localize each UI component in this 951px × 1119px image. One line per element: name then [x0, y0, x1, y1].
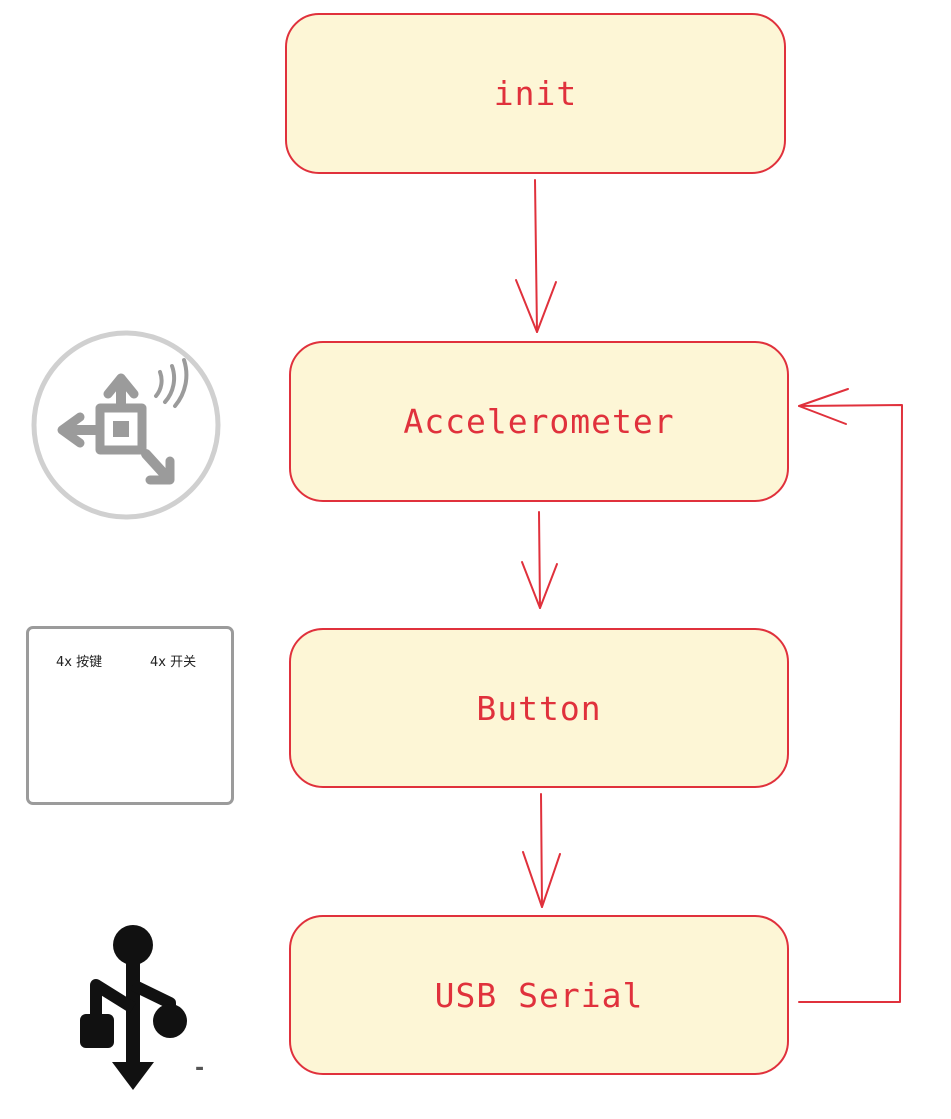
accelerometer-icon [31, 330, 221, 520]
node-button: Button [289, 628, 789, 788]
node-button-label: Button [476, 688, 602, 728]
edge-accelerometer-to-button [521, 511, 558, 609]
usb-icon [80, 925, 187, 1090]
node-accelerometer-label: Accelerometer [403, 402, 675, 441]
push-buttons-heading: 4x 按键 [56, 655, 103, 670]
usb-suffix-mark: - [195, 1056, 205, 1081]
node-usb-serial-label: USB Serial [434, 975, 644, 1015]
node-accelerometer: Accelerometer [289, 341, 789, 502]
edge-button-to-usb-serial [522, 793, 561, 908]
node-init-label: init [493, 74, 578, 113]
edge-usb-serial-to-accelerometer [798, 388, 903, 1003]
switch-panel-card: 4x 按键 4x 开关 [26, 626, 234, 805]
edge-init-to-accelerometer [515, 179, 557, 333]
node-init: init [285, 13, 786, 174]
toggle-switches-heading: 4x 开关 [150, 655, 197, 670]
node-usb-serial: USB Serial [289, 915, 789, 1075]
